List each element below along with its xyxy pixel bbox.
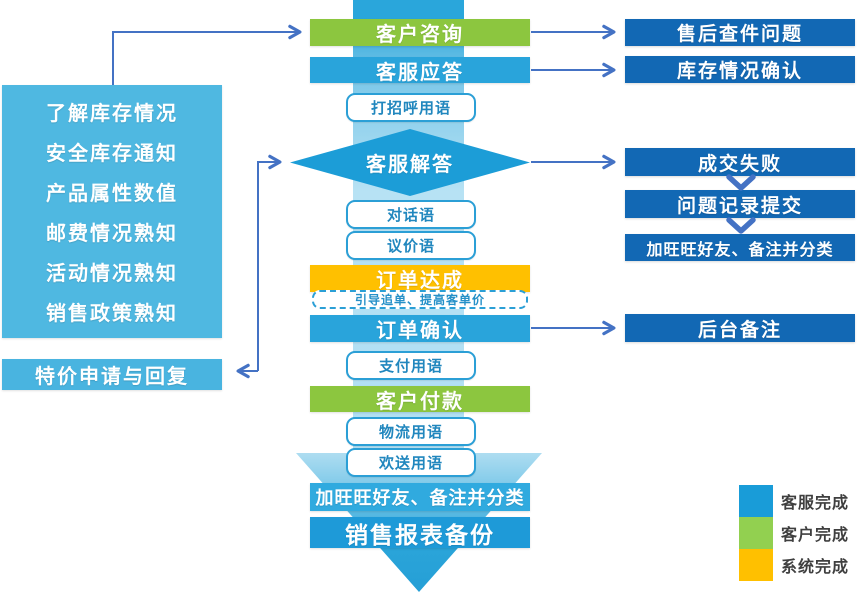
node-greeting-script: 打招呼用语 (346, 93, 476, 122)
node-farewell-script: 欢送用语 (346, 448, 476, 477)
node-payment-script: 支付用语 (346, 351, 476, 380)
node-issue-record-submit: 问题记录提交 (625, 190, 855, 218)
node-add-wangwang-center: 加旺旺好友、备注并分类 (310, 483, 530, 511)
connector-knowledge-to-inquiry (112, 24, 302, 85)
legend-label: 客户完成 (781, 527, 850, 544)
node-deal-failed: 成交失败 (625, 148, 855, 176)
node-special-price-request: 特价申请与回复 (2, 359, 222, 390)
node-aftersale-issue: 售后查件问题 (625, 19, 855, 46)
knowledge-item: 活动情况熟知 (46, 263, 178, 286)
legend-label: 系统完成 (781, 559, 850, 576)
connector-specialprice-to-answer (257, 154, 282, 371)
node-backend-note: 后台备注 (625, 314, 855, 342)
knowledge-item: 产品属性数值 (46, 182, 178, 205)
node-service-answer-diamond: 客服解答 (290, 129, 530, 196)
node-sales-report-backup: 销售报表备份 (310, 517, 530, 548)
knowledge-item: 销售政策熟知 (46, 303, 178, 326)
node-upsell-note: 引导追单、提高客单价 (312, 290, 528, 309)
node-order-confirm: 订单确认 (310, 315, 530, 342)
legend-swatch-service-done (739, 485, 773, 517)
legend-swatch-system-done (739, 549, 773, 581)
node-dialog-script: 对话语 (346, 200, 476, 229)
node-bargain-script: 议价语 (346, 231, 476, 260)
node-customer-inquiry: 客户咨询 (310, 19, 530, 46)
legend-swatch-customer-done (739, 517, 773, 549)
legend-label: 客服完成 (781, 495, 850, 512)
node-service-reply: 客服应答 (310, 57, 530, 84)
node-order-reached: 订单达成 (310, 265, 530, 292)
chevron-issue-to-addwangwang (726, 217, 756, 234)
chevron-dealfailed-to-issue (726, 174, 756, 191)
node-stock-confirm: 库存情况确认 (625, 56, 855, 83)
knowledge-panel: 了解库存情况 安全库存通知 产品属性数值 邮费情况熟知 活动情况熟知 销售政策熟… (2, 85, 222, 338)
knowledge-item: 了解库存情况 (46, 102, 178, 125)
node-add-wangwang-right: 加旺旺好友、备注并分类 (625, 234, 855, 261)
knowledge-item: 安全库存通知 (46, 142, 178, 165)
node-customer-payment: 客户付款 (310, 386, 530, 413)
node-logistics-script: 物流用语 (346, 417, 476, 446)
knowledge-item: 邮费情况熟知 (46, 223, 178, 246)
